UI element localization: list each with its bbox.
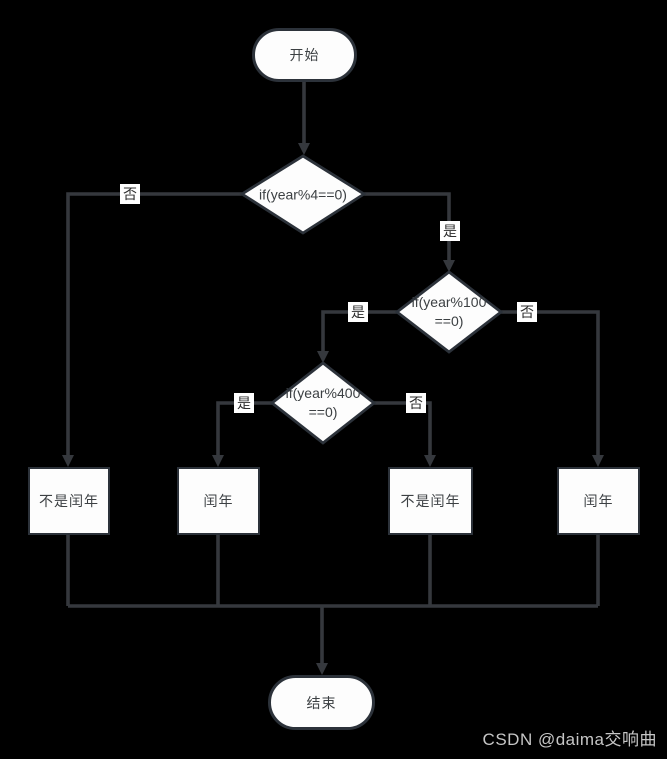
- edge-mod100-no-to-result: [501, 310, 600, 459]
- arrowhead-into-result-midleft: [212, 455, 224, 467]
- result-leap-mid-left: 闰年: [177, 467, 260, 535]
- arrowhead-into-mod100: [443, 260, 455, 272]
- arrowhead-into-result-left: [62, 455, 74, 467]
- csdn-watermark: CSDN @daima交响曲: [482, 730, 657, 749]
- result-leap-right: 闰年: [557, 467, 640, 535]
- decision-mod100-shape: [394, 270, 504, 354]
- arrowhead-into-end: [316, 663, 328, 675]
- edge-label-mod4-no: 否: [120, 184, 140, 204]
- edge-mod4-no-to-result: [66, 192, 242, 459]
- end-node: 结束: [268, 675, 375, 730]
- decision-mod100-text: if(year%100 ==0): [412, 293, 487, 331]
- decision-mod100-line2: ==0): [434, 313, 464, 329]
- start-node: 开始: [252, 28, 357, 82]
- edge-label-mod100-no: 否: [517, 302, 537, 322]
- decision-mod400-text: if(year%400 ==0): [286, 384, 361, 422]
- edge-mod400-no-to-result: [374, 401, 432, 459]
- arrowhead-into-mod4: [298, 143, 310, 155]
- edge-label-mod4-yes: 是: [440, 221, 460, 241]
- decision-mod400-shape: [269, 361, 377, 445]
- result-not-leap-left: 不是闰年: [28, 467, 110, 535]
- edge-mod4-yes-to-mod100: [364, 192, 451, 264]
- edge-label-mod400-no: 否: [406, 393, 426, 413]
- decision-mod400-line2: ==0): [308, 404, 338, 420]
- arrowhead-into-result-right: [592, 455, 604, 467]
- result-not-leap-mid-right: 不是闰年: [388, 467, 473, 535]
- arrowhead-into-mod400: [317, 351, 329, 363]
- edge-mod100-yes-to-mod400: [321, 310, 397, 355]
- decision-mod4-shape: [239, 154, 367, 235]
- decision-mod100-line1: if(year%100: [411, 294, 487, 310]
- edge-label-mod100-yes: 是: [348, 302, 368, 322]
- edge-mod400-yes-to-result: [216, 401, 272, 459]
- decision-mod400-line1: if(year%400: [285, 385, 361, 401]
- arrowhead-into-result-midright: [424, 455, 436, 467]
- edge-label-mod400-yes: 是: [234, 393, 254, 413]
- decision-mod4-text: if(year%4==0): [259, 186, 347, 203]
